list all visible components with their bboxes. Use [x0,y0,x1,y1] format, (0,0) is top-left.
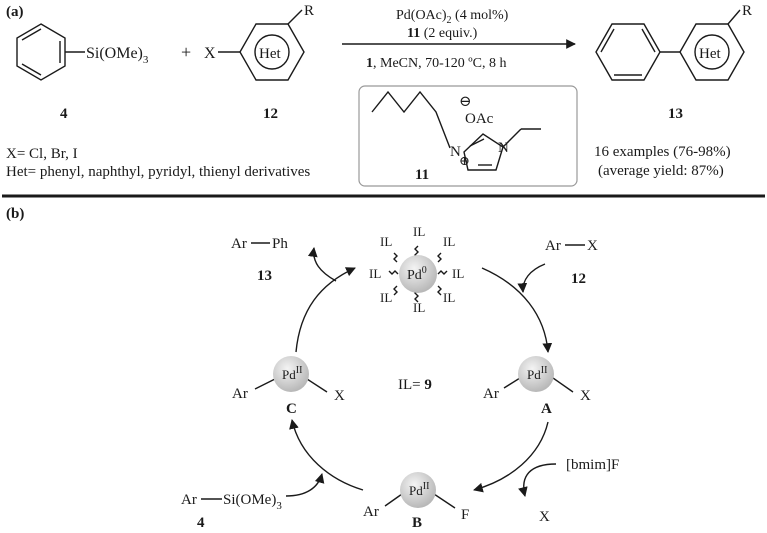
cycle-compound-13-label: 13 [257,268,272,284]
het-label-13: Het [699,46,721,62]
il-ligand-left: IL [369,266,381,281]
fluoride-entry-arrow [518,463,557,497]
il-ligand-top-left: IL [380,234,392,249]
r-group-label-13: R [742,3,752,19]
halide-definition: X= Cl, Br, I [6,146,78,162]
imidazolium-n3-label: N [498,140,509,156]
intermediate-c-label: C [286,401,297,417]
intermediate-a-pd-label: PdII [527,365,547,382]
silane-si-label: Si(OMe)3 [223,492,282,512]
intermediate-b [384,472,456,509]
released-x-label: X [539,509,550,525]
halide-x-label: X [204,45,216,62]
compound-11-label: 11 [415,167,429,183]
cycle-arrow-oxidative-addition [481,267,553,353]
silane-entry-arrow [285,473,325,497]
heteroaryl-ring-12 [218,9,305,81]
compound-4-label: 4 [60,106,68,122]
il-ligand-bottom-left: IL [380,290,392,305]
anion-charge: ⊖ [459,94,472,110]
plus-sign: + [181,42,191,62]
compound-13-label: 13 [668,106,683,122]
intermediate-b-ar-label: Ar [363,504,379,520]
ar-x-ar-label: Ar [545,238,561,254]
arx-entry-arrow [517,263,546,293]
pd0-label: Pd0 [407,265,427,283]
ar-x-x-label: X [587,238,598,254]
intermediate-a [503,356,574,393]
panel-b-label: (b) [6,206,24,222]
il-ligand-top: IL [413,224,425,239]
average-yield: (average yield: 87%) [598,163,724,179]
additive-condition: 11 (2 equiv.) [407,26,478,41]
intermediate-c-pd-label: PdII [282,365,302,382]
ar-ph-ar-label: Ar [231,236,247,252]
intermediate-a-x-label: X [580,388,591,404]
pd0-cluster [388,245,448,303]
cycle-compound-12-label: 12 [571,271,586,287]
catalyst-condition: Pd(OAc)2 (4 mol%) [396,8,509,26]
trimethoxysilyl-label: Si(OMe)3 [86,45,149,66]
cycle-arrow-transmetalation [289,419,364,491]
het-label-12: Het [259,46,281,62]
acetate-anion-label: OAc [465,111,494,127]
intermediate-b-label: B [412,515,422,531]
product-release-arrow [307,247,337,282]
intermediate-a-label: A [541,401,552,417]
silane-ar-label: Ar [181,492,197,508]
ionic-liquid-box [358,85,578,187]
intermediate-c [254,356,328,393]
imidazolium-n1-label: N [450,144,461,160]
cycle-arrow-fluoride-exchange [473,421,549,493]
cation-charge: ⊕ [459,153,470,168]
intermediate-c-ar-label: Ar [232,386,248,402]
cycle-compound-4-label: 4 [197,515,205,531]
r-group-label-12: R [304,3,314,19]
il-ligand-bottom: IL [413,300,425,315]
ar-ph-ph-label: Ph [272,236,288,252]
biaryl-product-13 [595,9,745,81]
panel-a-label: (a) [6,4,24,20]
intermediate-c-x-label: X [334,388,345,404]
cycle-arrow-reductive-elimination [295,267,356,353]
het-definition: Het= phenyl, naphthyl, pyridyl, thienyl … [6,164,310,180]
il-ligand-bottom-right: IL [443,290,455,305]
il-ligand-right: IL [452,266,464,281]
intermediate-b-f-label: F [461,507,469,523]
intermediate-a-ar-label: Ar [483,386,499,402]
compound-12-label: 12 [263,106,278,122]
solvent-condition: 1, MeCN, 70-120 ºC, 8 h [366,56,506,71]
il-ligand-top-right: IL [443,234,455,249]
phenyl-ring-4 [16,23,85,81]
intermediate-b-pd-label: PdII [409,481,429,498]
bmim-fluoride-label: [bmim]F [566,457,619,473]
il-definition: IL= 9 [398,377,432,393]
scope-summary: 16 examples (76-98%) [594,144,731,160]
